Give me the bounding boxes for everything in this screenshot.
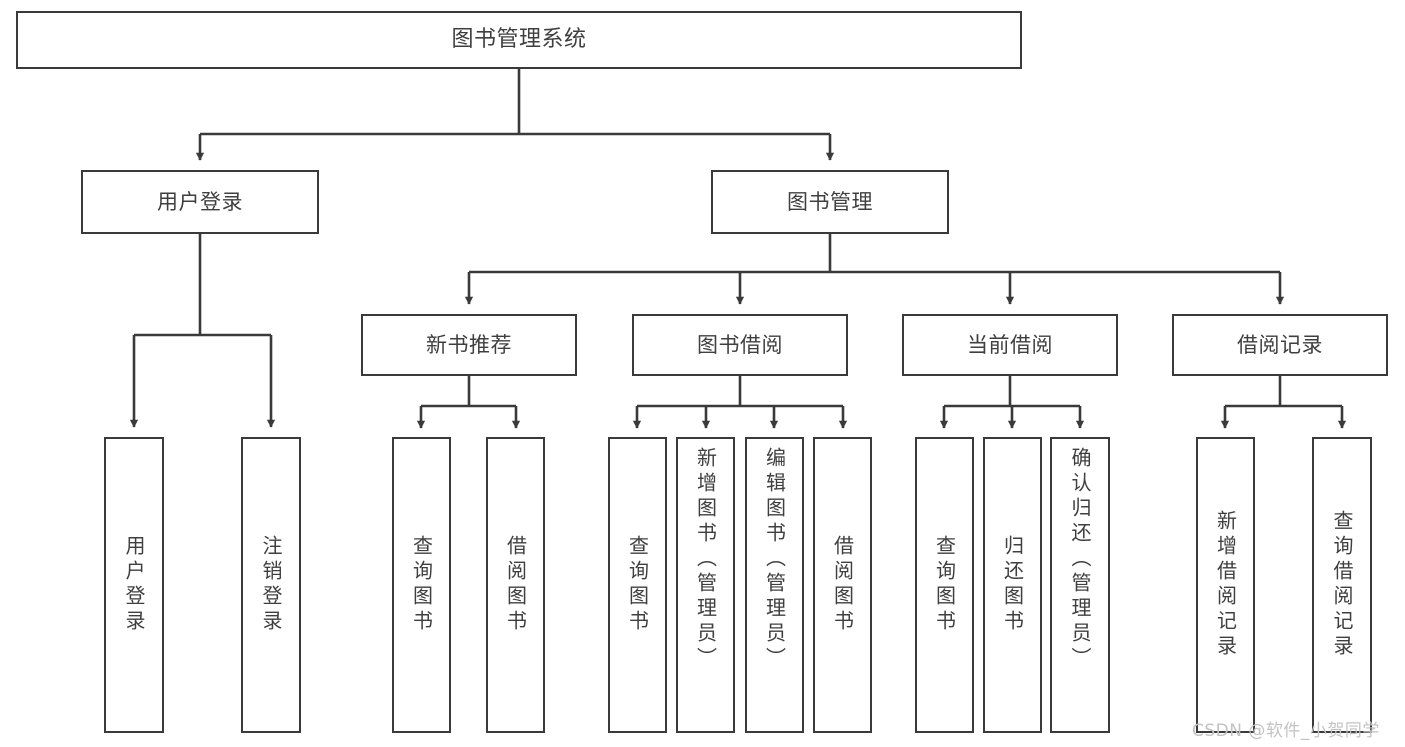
leaf-edit-book-admin[interactable]: 编辑图书（管理员）	[745, 437, 804, 733]
node-label: 新书推荐	[426, 332, 512, 357]
node-label: 编辑图书（管理员）	[762, 447, 787, 672]
node-label: 确认归还（管理员）	[1068, 447, 1092, 672]
node-book-management-system[interactable]: 图书管理系统	[16, 11, 1022, 69]
node-label: 注销登录	[259, 535, 283, 635]
node-book-borrowing[interactable]: 图书借阅	[632, 314, 848, 376]
node-label: 图书借阅	[697, 332, 783, 357]
node-label: 借阅图书	[503, 535, 528, 635]
leaf-borrow-books-recommendation[interactable]: 借阅图书	[486, 437, 545, 733]
node-label: 借阅记录	[1237, 332, 1323, 357]
leaf-confirm-return-admin[interactable]: 确认归还（管理员）	[1050, 437, 1110, 733]
leaf-add-borrowing-record[interactable]: 新增借阅记录	[1196, 437, 1255, 733]
node-label: 查询借阅记录	[1330, 510, 1354, 660]
node-label: 图书管理	[787, 189, 873, 214]
leaf-query-books-recommendation[interactable]: 查询图书	[392, 437, 451, 733]
node-new-book-recommendation[interactable]: 新书推荐	[361, 314, 577, 376]
node-label: 新增图书（管理员）	[693, 447, 718, 672]
node-label: 查询图书	[625, 535, 650, 635]
node-borrowing-records[interactable]: 借阅记录	[1172, 314, 1388, 376]
leaf-query-books-current[interactable]: 查询图书	[915, 437, 974, 733]
node-label: 借阅图书	[830, 535, 855, 635]
leaf-return-books[interactable]: 归还图书	[983, 437, 1042, 733]
node-book-management[interactable]: 图书管理	[711, 170, 949, 234]
leaf-logout[interactable]: 注销登录	[241, 437, 301, 733]
node-label: 查询图书	[409, 535, 434, 635]
leaf-query-borrowing-record[interactable]: 查询借阅记录	[1312, 437, 1372, 733]
node-current-borrowing[interactable]: 当前借阅	[902, 314, 1118, 376]
node-user-login[interactable]: 用户登录	[81, 170, 319, 234]
node-label: 用户登录	[122, 535, 146, 635]
node-label: 当前借阅	[967, 332, 1053, 357]
leaf-add-book-admin[interactable]: 新增图书（管理员）	[676, 437, 735, 733]
node-label: 新增借阅记录	[1213, 510, 1238, 660]
leaf-user-login[interactable]: 用户登录	[104, 437, 164, 733]
leaf-borrow-books[interactable]: 借阅图书	[813, 437, 872, 733]
node-label: 查询图书	[932, 535, 957, 635]
node-label: 用户登录	[157, 189, 243, 214]
csdn-watermark: CSDN @软件_小贺同学	[1192, 721, 1380, 741]
node-label: 图书管理系统	[451, 27, 587, 53]
leaf-query-books-borrowing[interactable]: 查询图书	[608, 437, 667, 733]
node-label: 归还图书	[1000, 535, 1025, 635]
